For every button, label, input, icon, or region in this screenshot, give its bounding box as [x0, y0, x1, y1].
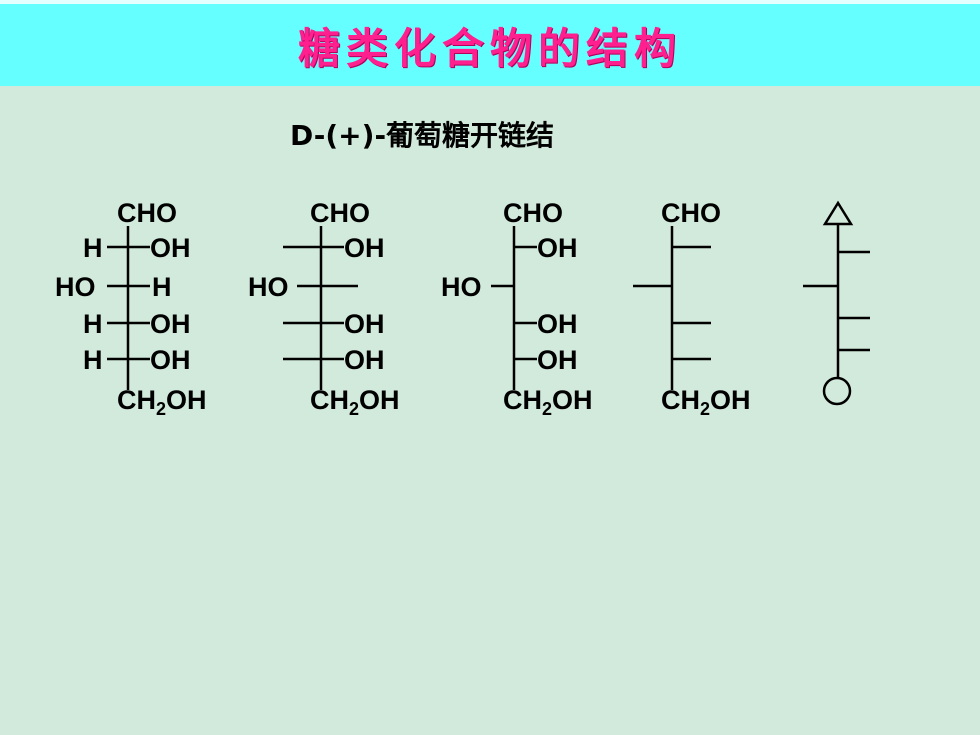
cho-label: CHO [310, 198, 370, 228]
ho-label: HO [55, 272, 96, 302]
h-label: H [83, 233, 103, 263]
oh-label: OH [344, 345, 385, 375]
oh-label: OH [537, 309, 578, 339]
title-bar: 糖类化合物的结构 [0, 0, 980, 86]
h-label: H [83, 309, 103, 339]
oh-label: OH [150, 345, 191, 375]
ho-label: HO [441, 272, 482, 302]
subtitle: D-(+)-葡萄糖开链结 [290, 119, 555, 152]
page-title: 糖类化合物的结构 [297, 23, 682, 73]
fischer-structure-5 [803, 200, 870, 406]
ch2oh-label: CH2OH [503, 385, 593, 419]
h-label: H [152, 272, 172, 302]
oh-label: OH [537, 233, 578, 263]
ch2oh-label: CH2OH [661, 385, 751, 419]
oh-label: OH [344, 233, 385, 263]
triangle-icon [822, 200, 854, 226]
oh-label: OH [537, 345, 578, 375]
oh-label: OH [150, 309, 191, 339]
cho-label: CHO [117, 198, 177, 228]
fischer-structure-2: CHO OH HO OH OH CH2OH [248, 198, 400, 419]
ch2oh-label: CH2OH [117, 385, 207, 419]
h-label: H [83, 345, 103, 375]
fischer-structure-1: CHO H OH HO H H OH H OH CH2OH [55, 198, 207, 419]
fischer-structure-4: CHO CH2OH [633, 198, 751, 419]
oh-label: OH [150, 233, 191, 263]
ho-label: HO [248, 272, 289, 302]
cho-label: CHO [503, 198, 563, 228]
fischer-structure-3: CHO OH HO OH OH CH2OH [441, 198, 593, 419]
cho-label: CHO [661, 198, 721, 228]
oh-label: OH [344, 309, 385, 339]
circle-icon [822, 376, 852, 406]
ch2oh-label: CH2OH [310, 385, 400, 419]
